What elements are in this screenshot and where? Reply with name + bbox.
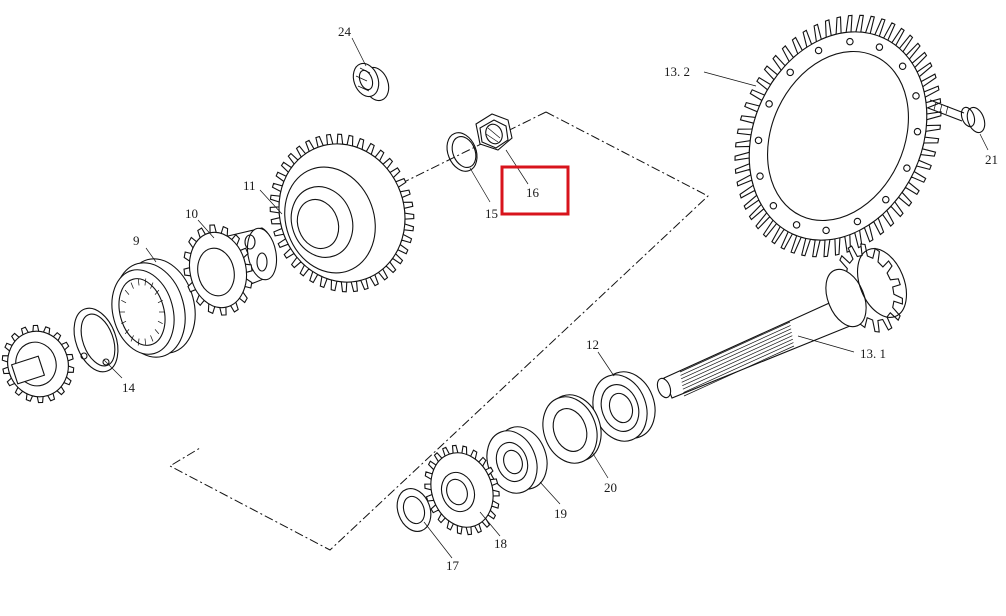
part-11-spur-gear (269, 133, 415, 293)
label-14: 14 (122, 380, 136, 395)
part-12-bearing (592, 371, 656, 442)
label-13-1: 13. 1 (860, 346, 886, 361)
part-14-snap-ring (73, 307, 119, 373)
assembly-centerline (168, 111, 709, 551)
part-15-retaining-ring (446, 132, 478, 172)
part-13-1-pinion-shaft (656, 243, 908, 399)
part-labels: 24 11 10 9 14 15 16 13. 2 21 13. 1 12 20… (122, 24, 998, 573)
label-24: 24 (338, 24, 352, 39)
leader-lines (103, 37, 989, 559)
part-24-needle-bearing (352, 62, 390, 102)
label-11: 11 (243, 178, 256, 193)
label-12: 12 (586, 337, 599, 352)
part-13-2-crown-gear (734, 14, 942, 258)
label-17: 17 (446, 558, 460, 573)
label-18: 18 (494, 536, 507, 551)
part-16-nut (475, 113, 513, 151)
highlight-box-part-16[interactable] (500, 165, 570, 216)
label-13-2: 13. 2 (664, 64, 690, 79)
label-10: 10 (185, 206, 198, 221)
part-20-washer (542, 394, 602, 464)
part-17-splined-washer (396, 488, 432, 532)
part-9-sleeve (111, 258, 196, 358)
label-21: 21 (985, 152, 998, 167)
label-15: 15 (485, 206, 498, 221)
label-16: 16 (526, 185, 540, 200)
label-20: 20 (604, 480, 617, 495)
part-21-bolt (927, 99, 986, 134)
label-19: 19 (554, 506, 567, 521)
label-9: 9 (133, 233, 140, 248)
part-10-hub (183, 224, 278, 316)
part-14-input-gear (1, 324, 75, 404)
